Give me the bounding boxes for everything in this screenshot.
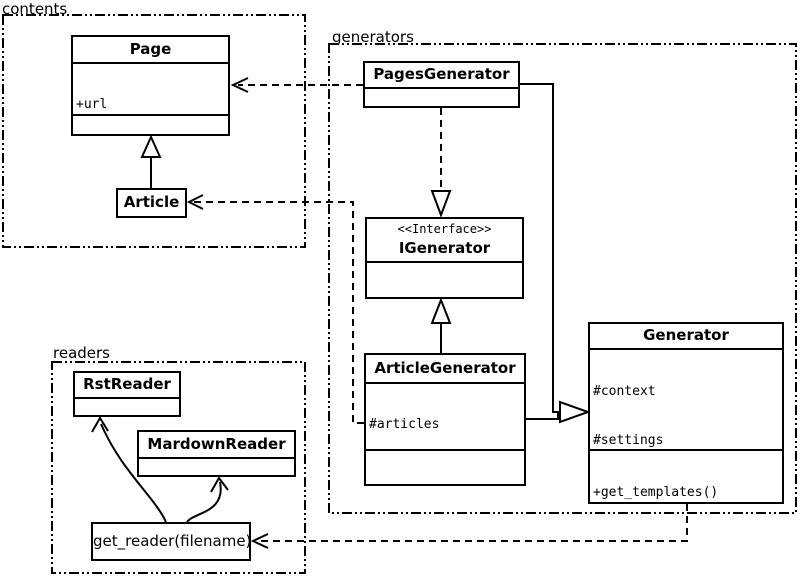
class-page: Page +url +slug +summary +check_properti… (71, 35, 230, 136)
page-attr: +url (76, 97, 108, 112)
rst-reader-class-title: RstReader (75, 373, 179, 399)
class-article-generator: ArticleGenerator #articles #dates #tags … (364, 353, 526, 486)
package-readers-border (51, 361, 306, 574)
igenerator-methods: +generate_context() +generate_output() (367, 263, 522, 297)
article-generator-attr: #articles (369, 417, 440, 432)
class-igenerator: <<Interface>> IGenerator +generate_conte… (365, 217, 524, 299)
getreader-to-mardownreader-line (186, 481, 222, 523)
generator-attr: #context (593, 383, 656, 399)
package-contents-border (2, 14, 306, 248)
page-class-title: Page (73, 37, 228, 64)
getreader-to-rstreader-line (100, 423, 167, 523)
class-rst-reader: RstReader +read() (73, 371, 181, 417)
package-generators-label: generators (332, 28, 414, 46)
package-contents-label: contents (2, 0, 68, 18)
article-generator-method: +generate_feeds() (369, 484, 521, 486)
open-arrowhead-icon (91, 416, 109, 433)
generator-to-getreader-dependency-line (258, 504, 688, 542)
generator-method: +get_templates() (593, 484, 719, 500)
page-attributes: +url +slug +summary (73, 64, 228, 116)
inheritance-triangle-icon (140, 134, 162, 158)
rst-reader-methods: +read() (75, 399, 179, 415)
open-arrowhead-icon (230, 77, 249, 93)
open-arrowhead-icon (210, 476, 229, 493)
generator-attributes: #context #settings #path #theme #output_… (590, 350, 782, 451)
igenerator-method: +generate_context() (369, 296, 519, 297)
articlegenerator-to-article-dependency-line (193, 201, 364, 424)
realization-triangle-icon (430, 190, 452, 218)
generator-class-title: Generator (590, 324, 782, 350)
package-generators-border (328, 43, 797, 514)
article-generator-class-title: ArticleGenerator (366, 355, 524, 384)
igenerator-stereotype: <<Interface>> (397, 222, 492, 236)
igenerator-title-text: IGenerator (398, 239, 491, 257)
pages-generator-attributes: #pages (365, 89, 518, 106)
class-pages-generator: PagesGenerator #pages (363, 61, 520, 108)
inheritance-triangle-icon (430, 297, 452, 324)
igenerator-class-title: <<Interface>> IGenerator (367, 219, 522, 263)
open-arrowhead-icon (186, 194, 204, 210)
class-article: Article (116, 188, 187, 218)
inheritance-triangle-icon (559, 400, 591, 424)
pages-generator-class-title: PagesGenerator (365, 63, 518, 89)
article-class-title: Article (123, 193, 180, 211)
pagesgenerator-to-generator-inheritance-line (518, 83, 560, 413)
articlegenerator-to-generator-inheritance-line (526, 412, 559, 420)
article-generator-attributes: #articles #dates #tags #categories (366, 384, 524, 451)
article-generator-methods: +generate_feeds() +generate_pages() (366, 451, 524, 486)
class-generator: Generator #context #settings #path #them… (588, 322, 784, 504)
generator-attr: #settings (593, 433, 664, 449)
mardown-reader-class-title: MardownReader (139, 432, 294, 459)
get-reader-node: get_reader(filename) (91, 522, 251, 561)
generator-methods: +get_templates() +get_files(path,exclude… (590, 451, 782, 502)
package-readers-label: readers (53, 344, 110, 362)
open-arrowhead-icon (250, 533, 269, 549)
mardown-reader-methods: +read() (139, 459, 294, 475)
class-mardown-reader: MardownReader +read() (137, 430, 296, 477)
page-methods: +check_properties() (73, 116, 228, 134)
